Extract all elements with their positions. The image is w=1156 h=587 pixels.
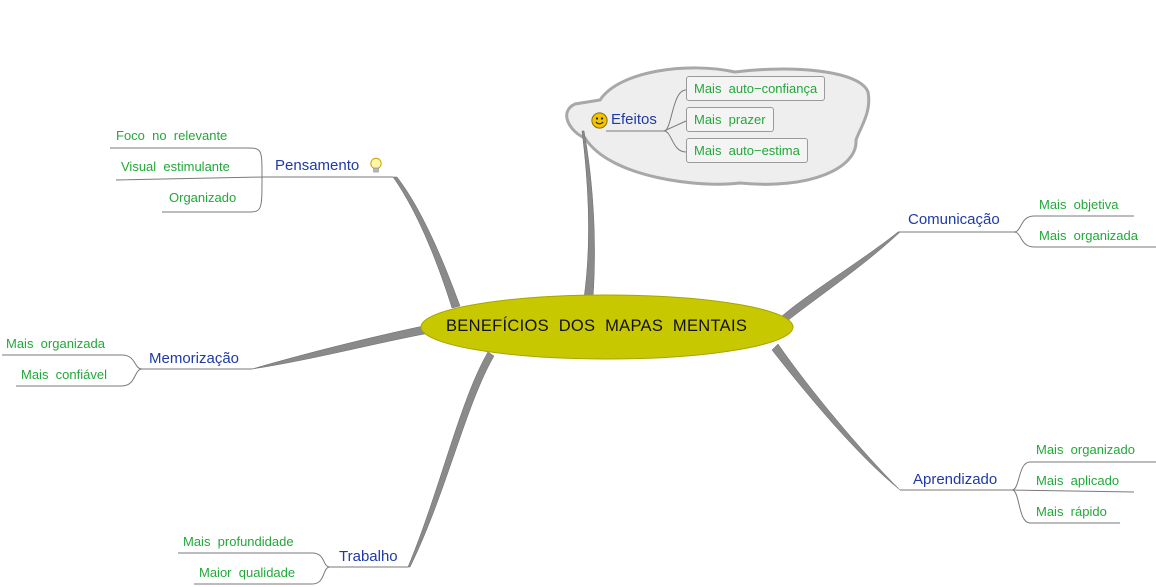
- leaf-mais-objetiva[interactable]: Mais objetiva: [1039, 197, 1119, 212]
- smiley-icon: [591, 112, 608, 129]
- leaf-mais-auto-estima[interactable]: Mais auto−estima: [686, 138, 808, 163]
- leaf-mais-auto-confianca[interactable]: Mais auto−confiança: [686, 76, 826, 101]
- leaf-mais-organizada-comunicacao[interactable]: Mais organizada: [1039, 228, 1138, 243]
- branch-aprendizado[interactable]: Aprendizado: [913, 471, 998, 488]
- connector-trabalho: [407, 351, 495, 568]
- leaf-mais-rapido[interactable]: Mais rápido: [1036, 504, 1107, 519]
- branch-pensamento[interactable]: Pensamento: [275, 157, 360, 174]
- efeitos-bracket: [663, 89, 687, 153]
- central-topic-node[interactable]: [420, 294, 794, 360]
- branch-comunicacao[interactable]: Comunicação: [908, 211, 1000, 228]
- connector-memorizacao: [251, 324, 431, 370]
- branch-efeitos[interactable]: Efeitos: [611, 111, 657, 128]
- leaf-mais-aplicado[interactable]: Mais aplicado: [1036, 473, 1120, 488]
- leaf-mais-confiavel[interactable]: Mais confiável: [21, 367, 107, 382]
- lightbulb-icon: [370, 157, 382, 173]
- leaf-visual-estimulante[interactable]: Visual estimulante: [121, 159, 230, 174]
- aprendizado-bracket: [1011, 461, 1150, 524]
- leaf-maior-qualidade[interactable]: Maior qualidade: [199, 565, 296, 580]
- pensamento-bracket: [110, 147, 263, 213]
- branch-connectors: [251, 130, 901, 568]
- connector-comunicacao: [781, 231, 901, 323]
- leaf-foco-no-relevante[interactable]: Foco no relevante: [116, 128, 228, 143]
- central-topic-label: BENEFÍCIOS DOS MAPAS MENTAIS: [446, 317, 748, 335]
- trabalho-bracket: [178, 552, 331, 585]
- leaf-organizado[interactable]: Organizado: [169, 190, 237, 205]
- connector-pensamento: [392, 176, 461, 309]
- leaf-connectors: [2, 89, 1156, 585]
- comunicacao-bracket: [1013, 215, 1156, 248]
- connector-efeitos: [581, 130, 595, 299]
- leaf-mais-organizado[interactable]: Mais organizado: [1036, 442, 1135, 457]
- leaf-mais-profundidade[interactable]: Mais profundidade: [183, 534, 294, 549]
- memorizacao-bracket: [2, 354, 143, 387]
- leaf-mais-organizada-memorizacao[interactable]: Mais organizada: [6, 336, 105, 351]
- branch-memorizacao[interactable]: Memorização: [149, 350, 240, 367]
- connector-aprendizado: [771, 343, 901, 491]
- branch-trabalho[interactable]: Trabalho: [339, 548, 398, 565]
- leaf-mais-prazer[interactable]: Mais prazer: [686, 107, 774, 132]
